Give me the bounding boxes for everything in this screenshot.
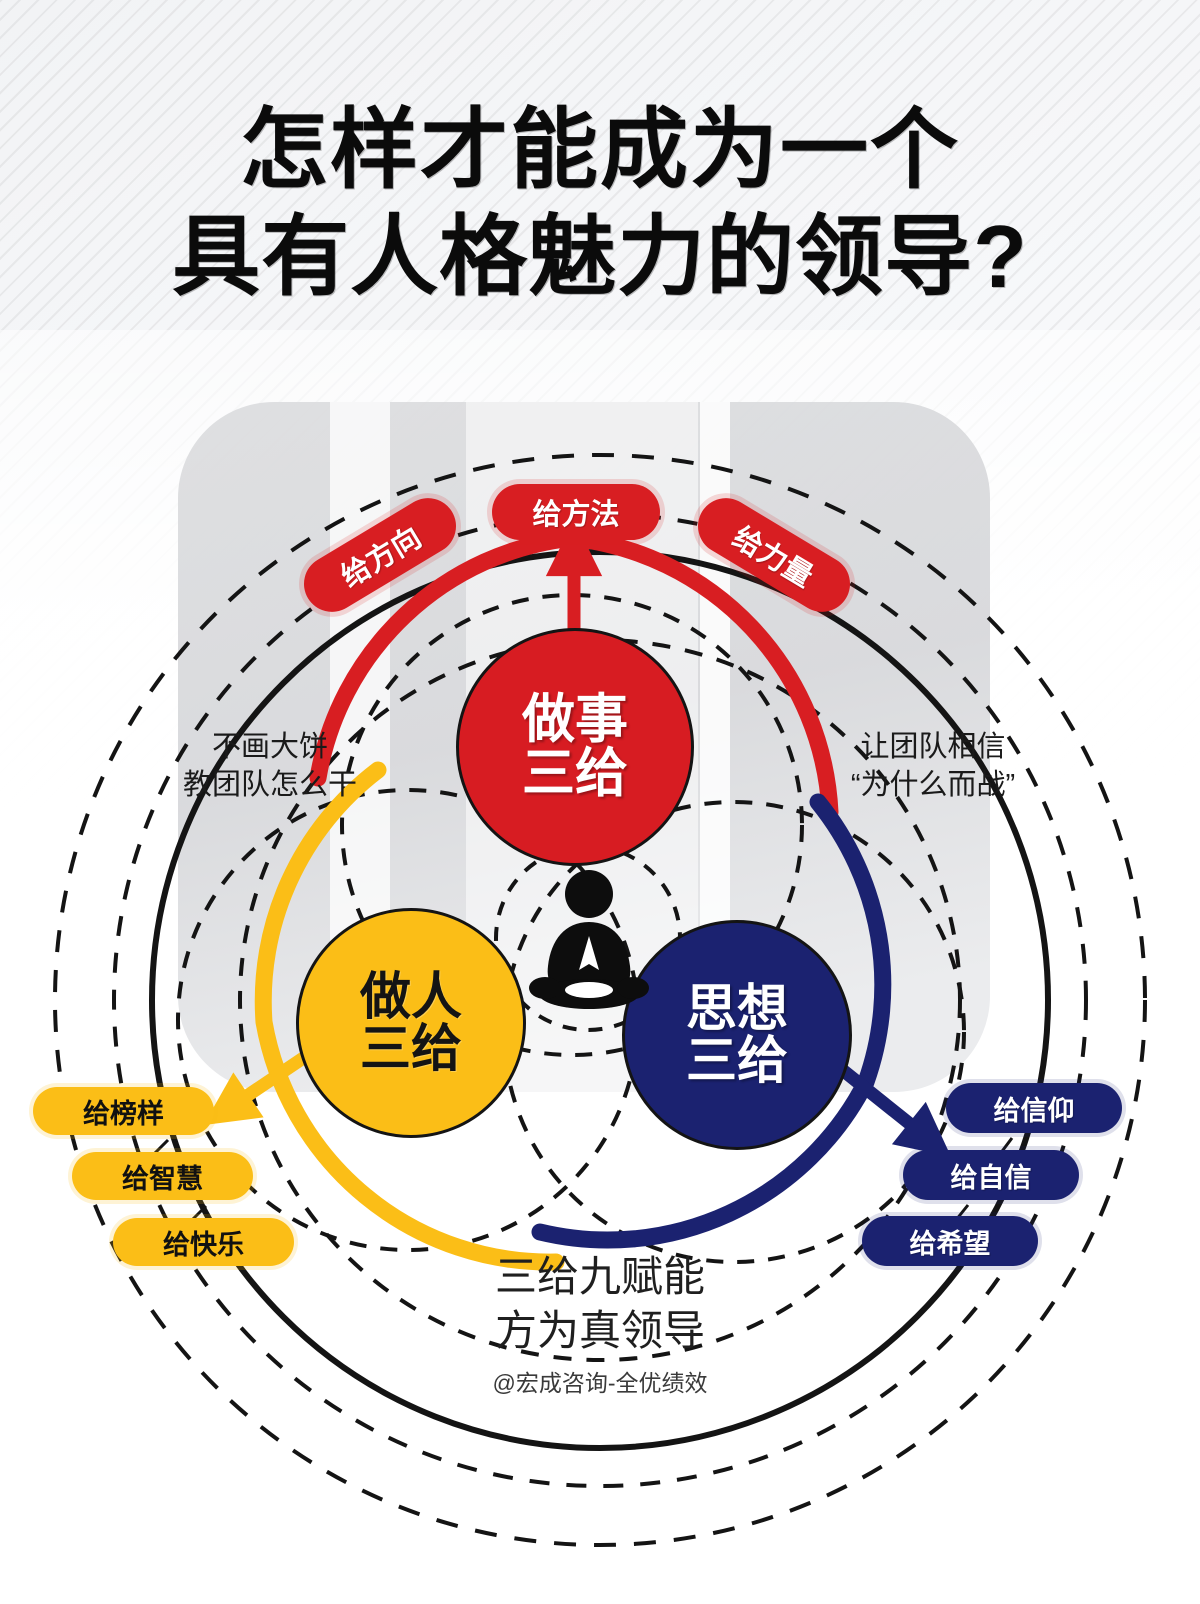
badge-gei-zhihui-label: 给智慧 bbox=[122, 1163, 203, 1194]
page-title: 怎样才能成为一个 具有人格魅力的领导? bbox=[0, 96, 1200, 311]
note-right-line2: “为什么而战” bbox=[850, 769, 1016, 802]
badge-gei-xinyang-label: 给信仰 bbox=[993, 1095, 1075, 1126]
circle-zuoshi-line1: 做事 bbox=[522, 689, 628, 749]
badge-gei-zixin[interactable]: 给自信 bbox=[903, 1150, 1079, 1200]
page-title-line2: 具有人格魅力的领导? bbox=[172, 207, 1028, 307]
badge-gei-zhihui[interactable]: 给智慧 bbox=[72, 1152, 253, 1200]
badge-gei-fangfa[interactable]: 给方法 bbox=[492, 484, 660, 540]
badge-gei-zixin-label: 给自信 bbox=[950, 1162, 1032, 1193]
circle-zuoren-sanji[interactable]: 做人 三给 bbox=[296, 908, 526, 1138]
circle-sixiang-line2: 三给 bbox=[685, 1032, 788, 1089]
note-right-line1: 让团队相信 bbox=[860, 731, 1006, 763]
badge-gei-xinyang[interactable]: 给信仰 bbox=[946, 1083, 1122, 1133]
note-left: 不画大饼 教团队怎么干 bbox=[155, 728, 385, 805]
note-left-line2: 教团队怎么干 bbox=[182, 769, 357, 802]
circle-zuoshi-sanji[interactable]: 做事 三给 bbox=[456, 628, 694, 866]
badge-gei-bangyang-label: 给榜样 bbox=[83, 1098, 164, 1129]
caption-line1: 三给九赋能 bbox=[494, 1253, 705, 1300]
circle-sixiang-line1: 思想 bbox=[685, 979, 788, 1037]
caption-credit: @宏成咨询-全优绩效 bbox=[492, 1369, 708, 1396]
note-right: 让团队相信 “为什么而战” bbox=[818, 728, 1048, 805]
circle-zuoren-line2: 三给 bbox=[359, 1020, 462, 1077]
page-title-line1: 怎样才能成为一个 bbox=[239, 100, 960, 199]
caption-line2: 方为真领导 bbox=[494, 1306, 705, 1354]
badge-gei-fangfa-label: 给方法 bbox=[532, 499, 620, 531]
badge-gei-bangyang[interactable]: 给榜样 bbox=[33, 1087, 214, 1135]
bottom-caption: 三给九赋能 方为真领导 @宏成咨询-全优绩效 bbox=[0, 1250, 1200, 1398]
circle-zuoren-line1: 做人 bbox=[359, 967, 462, 1025]
meditating-person-icon bbox=[529, 870, 649, 1009]
circle-zuoshi-line2: 三给 bbox=[522, 744, 628, 803]
note-left-line1: 不画大饼 bbox=[211, 731, 328, 763]
